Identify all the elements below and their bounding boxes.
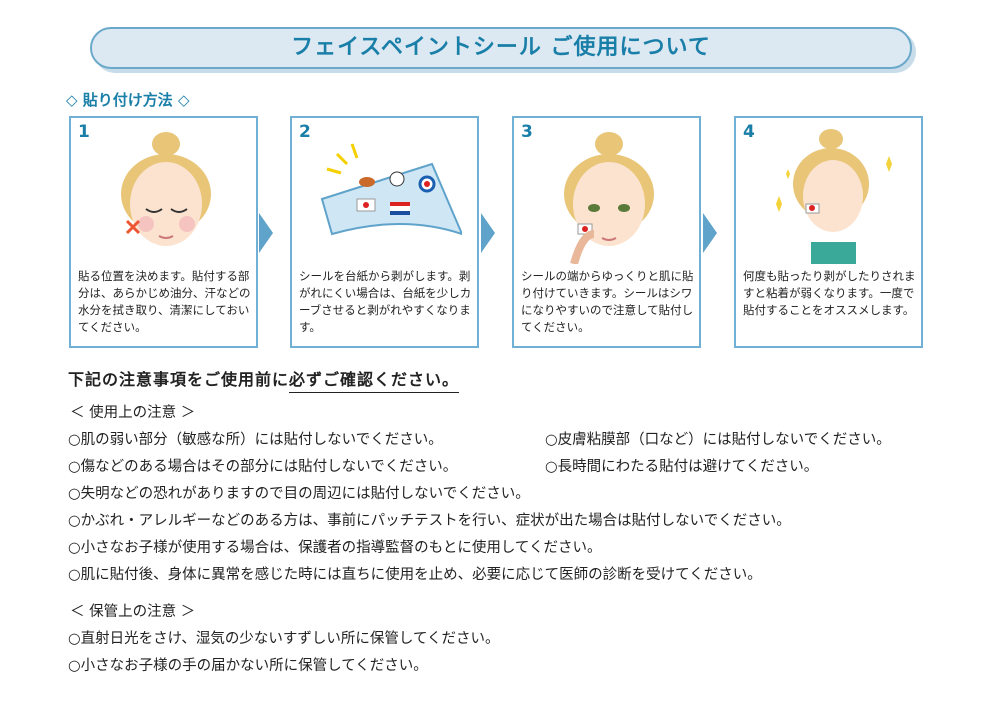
step-number: 3 [521, 122, 533, 142]
warning-heading: 下記の注意事項をご使用前に必ずご確認ください。 [68, 366, 460, 393]
step-2: 2 シールを台紙から剥がします。剥がれにくい場合は、台紙を少しカーブさせると剥が… [290, 116, 479, 348]
warning-prefix: 下記の注意事項をご使用前に [68, 370, 290, 389]
usage-item: ○傷などのある場合はその部分には貼付しないでください。 [68, 459, 458, 475]
usage-heading: ＜ 使用上の注意 ＞ [70, 405, 196, 421]
arrow-right-icon [259, 213, 273, 253]
storage-heading: ＜ 保管上の注意 ＞ [70, 604, 196, 620]
step-text: 何度も貼ったり剥がしたりされますと粘着が弱くなります。一度で貼付することをオスス… [743, 269, 916, 317]
usage-item: ○失明などの恐れがありますので目の周辺には貼付しないでください。 [68, 486, 530, 502]
face-illustration [564, 132, 654, 264]
usage-item: ○かぶれ・アレルギーなどのある方は、事前にパッチテストを行い、症状が出た場合は貼… [68, 513, 791, 529]
step-number: 1 [78, 122, 90, 142]
step-text: 貼る位置を決めます。貼付する部分は、あらかじめ油分、汗などの水分を拭き取り、清潔… [78, 269, 251, 334]
storage-item: ○小さなお子様の手の届かない所に保管してください。 [68, 658, 428, 674]
step-number: 2 [299, 122, 311, 142]
usage-item: ○肌の弱い部分（敏感な所）には貼付しないでください。 [68, 432, 443, 448]
face-illustration [121, 132, 211, 246]
step-number: 4 [743, 122, 755, 142]
arrow-right-icon [703, 213, 717, 253]
step-3: 3 シールの端からゆっくりと肌に貼り付けていきます。シールはシワになりやすいので… [512, 116, 701, 348]
usage-item: ○肌に貼付後、身体に異常を感じた時には直ちに使用を止め、必要に応じて医師の診断を… [68, 567, 762, 583]
usage-item: ○皮膚粘膜部（口など）には貼付しないでください。 [545, 432, 891, 448]
page-title: フェイスペイントシール ご使用について [90, 27, 912, 69]
storage-item: ○直射日光をさけ、湿気の少ないすずしい所に保管してください。 [68, 631, 500, 647]
step-4: 4 何度も貼ったり剥がしたりされますと粘着が弱くなります。一度で貼付することをオ… [734, 116, 923, 348]
arrow-right-icon [481, 213, 495, 253]
sticker-sheet-illustration [320, 143, 462, 236]
step-text: シールの端からゆっくりと肌に貼り付けていきます。シールはシワになりやすいので注意… [521, 269, 694, 334]
usage-item: ○小さなお子様が使用する場合は、保護者の指導監督のもとに使用してください。 [68, 540, 602, 556]
warning-emphasis: 必ずご確認ください。 [289, 370, 460, 393]
step-text: シールを台紙から剥がします。剥がれにくい場合は、台紙を少しカーブさせると剥がれや… [299, 269, 472, 334]
step-1: 1 貼る位置を決めます。貼付する部分は、あらかじめ油分、汗などの水分を拭き取り、… [69, 116, 258, 348]
method-heading: ◇ 貼り付け方法 ◇ [66, 91, 190, 109]
face-illustration [776, 129, 892, 264]
usage-item: ○長時間にわたる貼付は避けてください。 [545, 459, 819, 475]
